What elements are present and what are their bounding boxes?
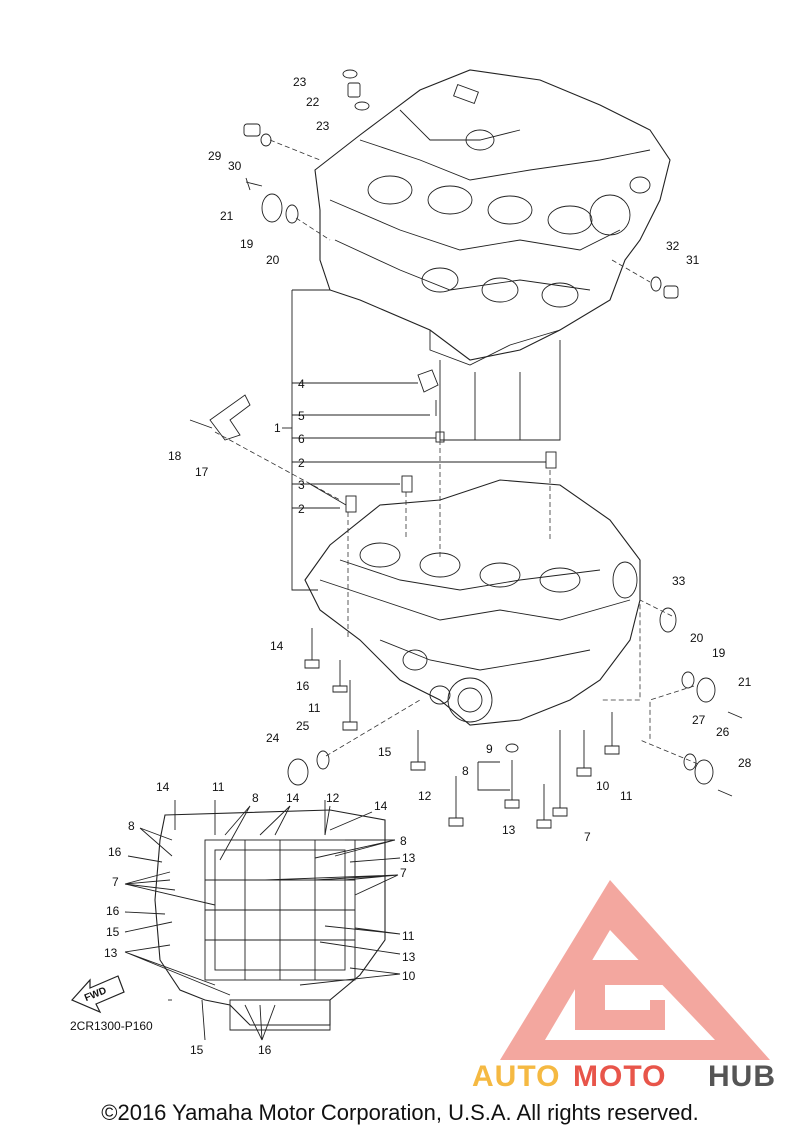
callout-25: 25 xyxy=(296,719,310,733)
callout-16: 16 xyxy=(258,1043,272,1057)
small-parts xyxy=(189,69,743,797)
callout-8: 8 xyxy=(400,834,407,848)
callout-7: 7 xyxy=(584,830,591,844)
callout-19: 19 xyxy=(240,237,254,251)
callout-15: 15 xyxy=(106,925,120,939)
callout-14: 14 xyxy=(374,799,388,813)
callout-11: 11 xyxy=(620,789,633,803)
callout-33: 33 xyxy=(672,574,686,588)
callout-19: 19 xyxy=(712,646,726,660)
callout-21: 21 xyxy=(220,209,234,223)
callout-28: 28 xyxy=(738,756,752,770)
callout-27: 27 xyxy=(692,713,706,727)
callout-18: 18 xyxy=(168,449,182,463)
callout-15: 15 xyxy=(190,1043,204,1057)
inset-leaders xyxy=(124,805,401,1041)
callout-31: 31 xyxy=(686,253,700,267)
callout-13: 13 xyxy=(104,946,118,960)
watermark-hub: HUB xyxy=(708,1060,776,1093)
callout-16: 16 xyxy=(106,904,120,918)
callout-14: 14 xyxy=(156,780,170,794)
callout-10: 10 xyxy=(402,969,416,983)
callout-10: 10 xyxy=(596,779,610,793)
watermark-text: AUTO MOTO HUB xyxy=(472,1060,776,1093)
watermark-moto: MOTO xyxy=(573,1060,666,1093)
callouts: 23 22 23 29 30 21 19 20 32 31 4 5 6 1 2 … xyxy=(104,75,752,1057)
callout-23: 23 xyxy=(293,75,307,89)
callout-14: 14 xyxy=(286,791,300,805)
callout-2: 2 xyxy=(298,502,305,516)
callout-11: 11 xyxy=(308,701,321,715)
inset-bottom-view xyxy=(154,800,386,1031)
callout-8: 8 xyxy=(462,764,469,778)
callout-6: 6 xyxy=(298,432,305,446)
callout-2: 2 xyxy=(298,456,305,470)
part-code: 2CR1300-P160 xyxy=(70,1019,153,1033)
callout-9: 9 xyxy=(486,742,493,756)
callout-20: 20 xyxy=(266,253,280,267)
callout-13: 13 xyxy=(402,950,416,964)
callout-15: 15 xyxy=(378,745,392,759)
fwd-arrow-icon: FWD xyxy=(70,975,125,1014)
callout-8: 8 xyxy=(252,791,259,805)
callout-1: 1 xyxy=(274,421,281,435)
callout-7: 7 xyxy=(400,866,407,880)
callout-24: 24 xyxy=(266,731,280,745)
watermark-logo xyxy=(500,880,770,1060)
callout-13: 13 xyxy=(402,851,416,865)
callout-12: 12 xyxy=(418,789,432,803)
callout-3: 3 xyxy=(298,478,305,492)
callout-4: 4 xyxy=(298,377,305,391)
callout-32: 32 xyxy=(666,239,680,253)
callout-7: 7 xyxy=(112,875,119,889)
callout-5: 5 xyxy=(298,409,305,423)
callout-16: 16 xyxy=(108,845,122,859)
callout-26: 26 xyxy=(716,725,730,739)
callout-22: 22 xyxy=(306,95,320,109)
watermark-auto: AUTO xyxy=(472,1060,560,1093)
lower-crankcase xyxy=(304,479,641,726)
callout-14: 14 xyxy=(270,639,284,653)
upper-crankcase xyxy=(314,69,671,366)
callout-20: 20 xyxy=(690,631,704,645)
copyright-notice: ©2016 Yamaha Motor Corporation, U.S.A. A… xyxy=(101,1100,699,1125)
callout-21: 21 xyxy=(738,675,752,689)
callout-11: 11 xyxy=(212,780,225,794)
callout-8: 8 xyxy=(128,819,135,833)
callout-13: 13 xyxy=(502,823,516,837)
callout-30: 30 xyxy=(228,159,242,173)
callout-11: 11 xyxy=(402,929,415,943)
callout-23: 23 xyxy=(316,119,330,133)
leader-lines xyxy=(214,139,699,791)
callout-29: 29 xyxy=(208,149,222,163)
callout-17: 17 xyxy=(195,465,209,479)
bolts xyxy=(304,628,620,829)
callout-12: 12 xyxy=(326,791,340,805)
callout-16: 16 xyxy=(296,679,310,693)
